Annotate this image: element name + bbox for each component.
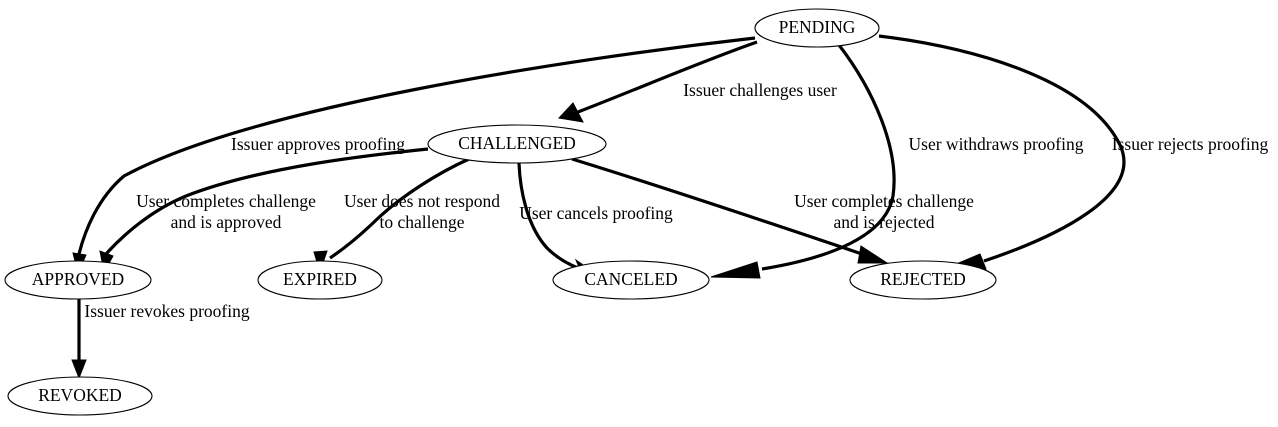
edge-label-challenged-canceled: User cancels proofing <box>519 203 673 223</box>
edge-pending-approved <box>72 36 756 275</box>
node-label-canceled: CANCELED <box>584 269 677 289</box>
node-approved[interactable]: APPROVED <box>4 260 152 300</box>
edge-label-line: User cancels proofing <box>519 203 673 223</box>
node-label-expired: EXPIRED <box>283 269 357 289</box>
edge-label-pending-canceled: User withdraws proofing <box>909 134 1084 154</box>
arrowhead-pending-challenged <box>557 102 584 123</box>
node-revoked[interactable]: REVOKED <box>7 376 153 416</box>
node-label-approved: APPROVED <box>32 269 124 289</box>
node-shape-revoked[interactable] <box>7 376 153 416</box>
arrowhead-pending-canceled <box>710 261 761 279</box>
edge-approved-revoked <box>71 299 87 380</box>
edge-path-pending-approved <box>77 36 756 255</box>
node-shape-rejected[interactable] <box>849 260 997 300</box>
edge-path-challenged-rejected <box>571 157 863 256</box>
node-challenged[interactable]: CHALLENGED <box>427 124 607 164</box>
node-pending[interactable]: PENDING <box>754 8 880 48</box>
edge-label-pending-rejected: Issuer rejects proofing <box>1112 134 1269 154</box>
node-shape-pending[interactable] <box>754 8 880 48</box>
edge-label-line: and is approved <box>171 212 282 232</box>
arrowhead-challenged-rejected <box>857 245 889 264</box>
edge-label-line: Issuer approves proofing <box>231 134 405 154</box>
node-label-rejected: REJECTED <box>880 269 966 289</box>
edge-path-challenged-approved <box>104 147 429 256</box>
node-shape-challenged[interactable] <box>427 124 607 164</box>
edge-label-challenged-expired: User does not respond to challenge <box>344 191 500 232</box>
edge-path-challenged-expired <box>329 157 470 260</box>
node-label-challenged: CHALLENGED <box>458 133 576 153</box>
edge-label-pending-challenged: Issuer challenges user <box>683 80 837 100</box>
edge-pending-canceled <box>710 44 896 279</box>
edge-label-line: User does not respond <box>344 191 500 211</box>
arrowhead-approved-revoked <box>71 359 87 380</box>
node-shape-approved[interactable] <box>4 260 152 300</box>
node-shape-canceled[interactable] <box>552 260 710 300</box>
node-rejected[interactable]: REJECTED <box>849 260 997 300</box>
edge-pending-challenged <box>557 40 758 123</box>
edge-path-challenged-canceled <box>517 162 579 270</box>
edge-path-pending-challenged <box>577 40 758 114</box>
node-label-pending: PENDING <box>779 17 856 37</box>
node-shape-expired[interactable] <box>257 260 383 300</box>
edge-label-challenged-rejected: User completes challenge and is rejected <box>794 191 974 232</box>
edge-label-challenged-approved: User completes challenge and is approved <box>136 191 316 232</box>
edge-challenged-rejected <box>571 157 889 264</box>
edge-path-pending-canceled <box>761 44 896 271</box>
edge-label-line: User withdraws proofing <box>909 134 1084 154</box>
edge-label-approved-revoked: Issuer revokes proofing <box>84 301 249 321</box>
edge-label-line: Issuer challenges user <box>683 80 837 100</box>
edge-label-line: User completes challenge <box>794 191 974 211</box>
node-canceled[interactable]: CANCELED <box>552 260 710 300</box>
edge-path-pending-rejected <box>878 34 1126 263</box>
edge-label-line: Issuer rejects proofing <box>1112 134 1269 154</box>
edge-label-line: and is rejected <box>833 212 934 232</box>
edge-label-line: Issuer revokes proofing <box>84 301 249 321</box>
edge-label-pending-approved: Issuer approves proofing <box>231 134 405 154</box>
edge-label-line: User completes challenge <box>136 191 316 211</box>
edge-label-line: to challenge <box>379 212 464 232</box>
node-expired[interactable]: EXPIRED <box>257 260 383 300</box>
node-label-revoked: REVOKED <box>38 385 122 405</box>
